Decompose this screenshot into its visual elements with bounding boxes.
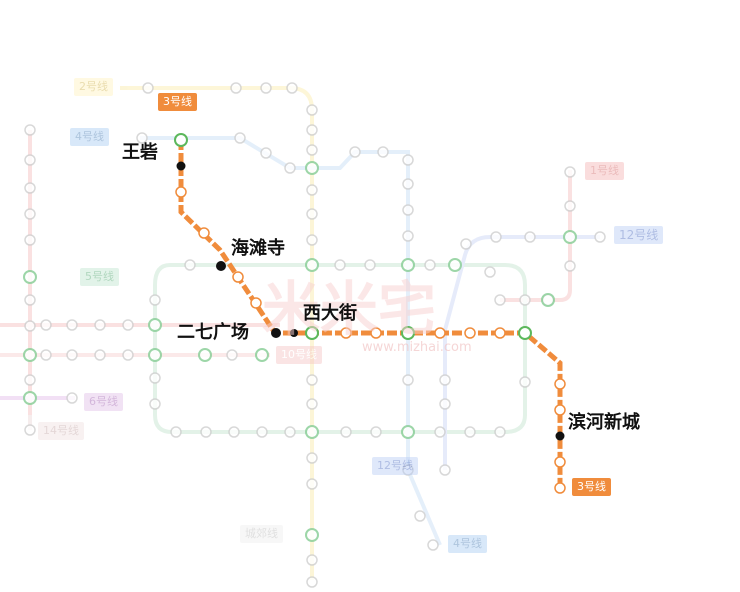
line-tag-2[interactable]: 2号线 <box>74 78 113 96</box>
station-label-haitansi[interactable]: 海滩寺 <box>231 238 285 259</box>
line-tag-3-top[interactable]: 3号线 <box>158 93 197 111</box>
station-dot-xidajie <box>290 329 298 337</box>
station-label-xidajie[interactable]: 西大街 <box>303 303 357 324</box>
line-tag-10[interactable]: 10号线 <box>276 346 322 364</box>
key-stations <box>176 161 565 441</box>
line-3-path <box>178 140 563 488</box>
watermark: 米米宅 <box>262 275 437 343</box>
station-dot-binhexincheng <box>555 431 565 441</box>
watermark-url: www.mizhai.com <box>362 340 472 355</box>
station-dot-wangzhai <box>176 161 186 171</box>
line-3-stations <box>174 133 566 494</box>
line-tag-5[interactable]: 5号线 <box>80 268 119 286</box>
line-tag-14[interactable]: 14号线 <box>38 422 84 440</box>
line-tag-6[interactable]: 6号线 <box>84 393 123 411</box>
line-3-highlighted <box>178 140 563 488</box>
line-tag-4-bottom[interactable]: 4号线 <box>448 535 487 553</box>
line-tag-12-right[interactable]: 12号线 <box>614 226 664 244</box>
line-tag-3-bottom[interactable]: 3号线 <box>572 478 611 496</box>
line-tag-1[interactable]: 1号线 <box>585 162 624 180</box>
station-label-wangzhai[interactable]: 王砦 <box>122 142 158 163</box>
line-1-east <box>500 170 572 302</box>
line-12 <box>443 235 600 470</box>
line-tag-12-bottom[interactable]: 12号线 <box>372 457 418 475</box>
station-dot-erqiguangchang <box>271 328 281 338</box>
station-dot-haitansi <box>216 261 226 271</box>
transfer-stations <box>23 161 577 542</box>
line-tag-4-top[interactable]: 4号线 <box>70 128 109 146</box>
station-label-erqiguangchang[interactable]: 二七广场 <box>177 322 249 343</box>
line-tag-chengjiao[interactable]: 城郊线 <box>240 525 283 543</box>
station-label-binhexincheng[interactable]: 滨河新城 <box>568 412 640 433</box>
